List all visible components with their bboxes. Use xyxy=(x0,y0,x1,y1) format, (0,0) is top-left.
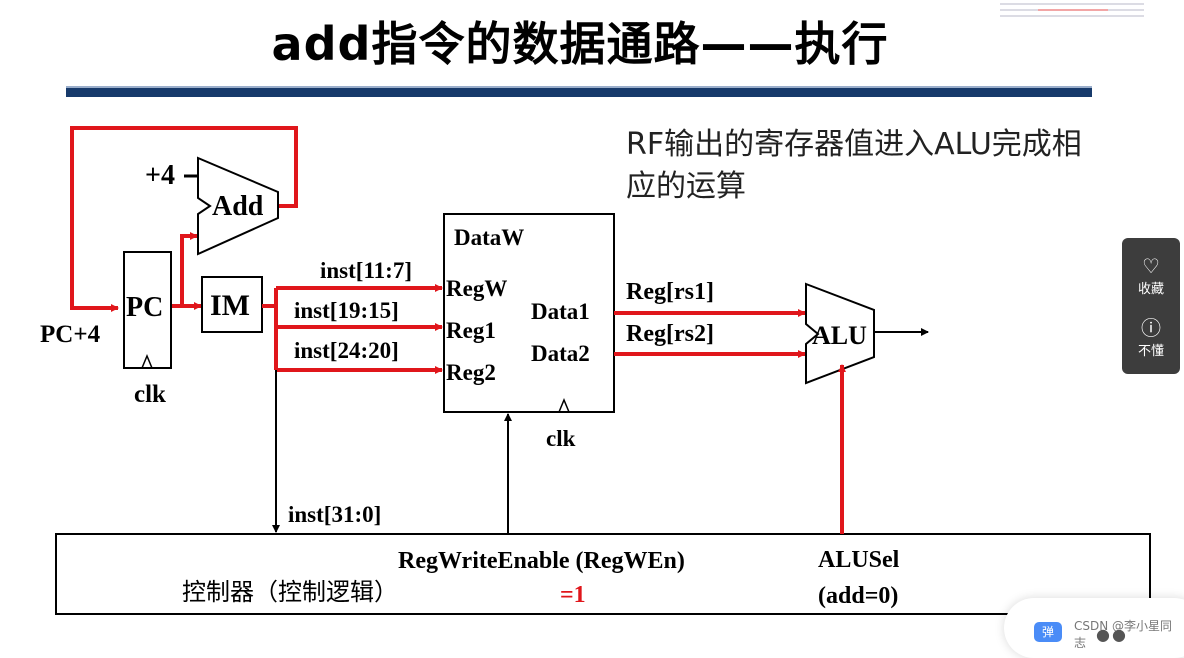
danmaku-button[interactable]: 弹 xyxy=(1034,622,1062,642)
rf-dataw-label: DataW xyxy=(454,225,524,250)
watermark-graphic xyxy=(1000,3,1144,17)
pc-to-add-wire xyxy=(171,232,198,308)
reg-rs2-label: Reg[rs2] xyxy=(626,321,714,347)
rf-reg2-label: Reg2 xyxy=(446,360,496,385)
inst-24-20-label: inst[24:20] xyxy=(294,338,399,363)
pc-clk-label: clk xyxy=(134,381,166,408)
rf-data2-label: Data2 xyxy=(531,341,590,366)
csdn-watermark: CSDN @李小星同志 xyxy=(1074,619,1173,650)
alusel-label: ALUSel xyxy=(818,547,900,573)
rf-reg1-label: Reg1 xyxy=(446,318,496,343)
add-label: Add xyxy=(212,191,264,222)
pc-label: PC xyxy=(126,292,163,323)
pc-feedback-wire xyxy=(70,126,298,312)
more-icon[interactable]: ●● xyxy=(1096,625,1128,644)
rf-clk-label: clk xyxy=(546,426,576,451)
title-rule xyxy=(66,86,1092,97)
pc-clk-marker xyxy=(141,354,153,369)
rf-regw-label: RegW xyxy=(446,276,507,301)
pc-register xyxy=(123,251,172,369)
datapath-diagram: +4 Add PC PC+4 clk IM inst[11:7] inst[19… xyxy=(40,126,1151,615)
rf-data1-label: Data1 xyxy=(531,299,590,324)
alu-unit xyxy=(805,282,875,385)
caption-text: RF输出的寄存器值进入ALU完成相应的运算 xyxy=(626,127,1082,204)
register-file xyxy=(443,213,615,413)
plus4-label: +4 xyxy=(145,160,175,191)
reg-rs1-label: Reg[rs1] xyxy=(626,279,714,305)
pc-plus4-label: PC+4 xyxy=(40,321,101,348)
regwen-label: RegWriteEnable (RegWEn) xyxy=(398,548,685,574)
control-unit xyxy=(55,533,1151,615)
control-unit-label: 控制器（控制逻辑） xyxy=(182,578,398,606)
alu-label: ALU xyxy=(812,321,867,350)
alusel-value: (add=0) xyxy=(818,583,898,609)
inst-19-15-label: inst[19:15] xyxy=(294,298,399,323)
im-label: IM xyxy=(210,289,250,322)
inst-31-0-label: inst[31:0] xyxy=(288,502,381,527)
favorite-button[interactable]: ♡ 收藏 xyxy=(1122,254,1180,297)
regwen-value: =1 xyxy=(560,582,586,608)
help-label: 不懂 xyxy=(1137,344,1164,359)
heart-icon: ♡ xyxy=(1142,254,1160,278)
question-icon: ⓘ xyxy=(1141,316,1161,340)
im-box xyxy=(201,276,263,333)
favorite-label: 收藏 xyxy=(1137,282,1164,297)
rf-clk-marker xyxy=(558,398,570,413)
inst-11-7-label: inst[11:7] xyxy=(320,258,412,283)
help-button[interactable]: ⓘ 不懂 xyxy=(1122,316,1180,359)
page-title: add指令的数据通路——执行 xyxy=(271,17,889,71)
floating-sidebar: ♡ 收藏 ⓘ 不懂 xyxy=(1122,238,1180,374)
add-unit xyxy=(197,156,279,256)
